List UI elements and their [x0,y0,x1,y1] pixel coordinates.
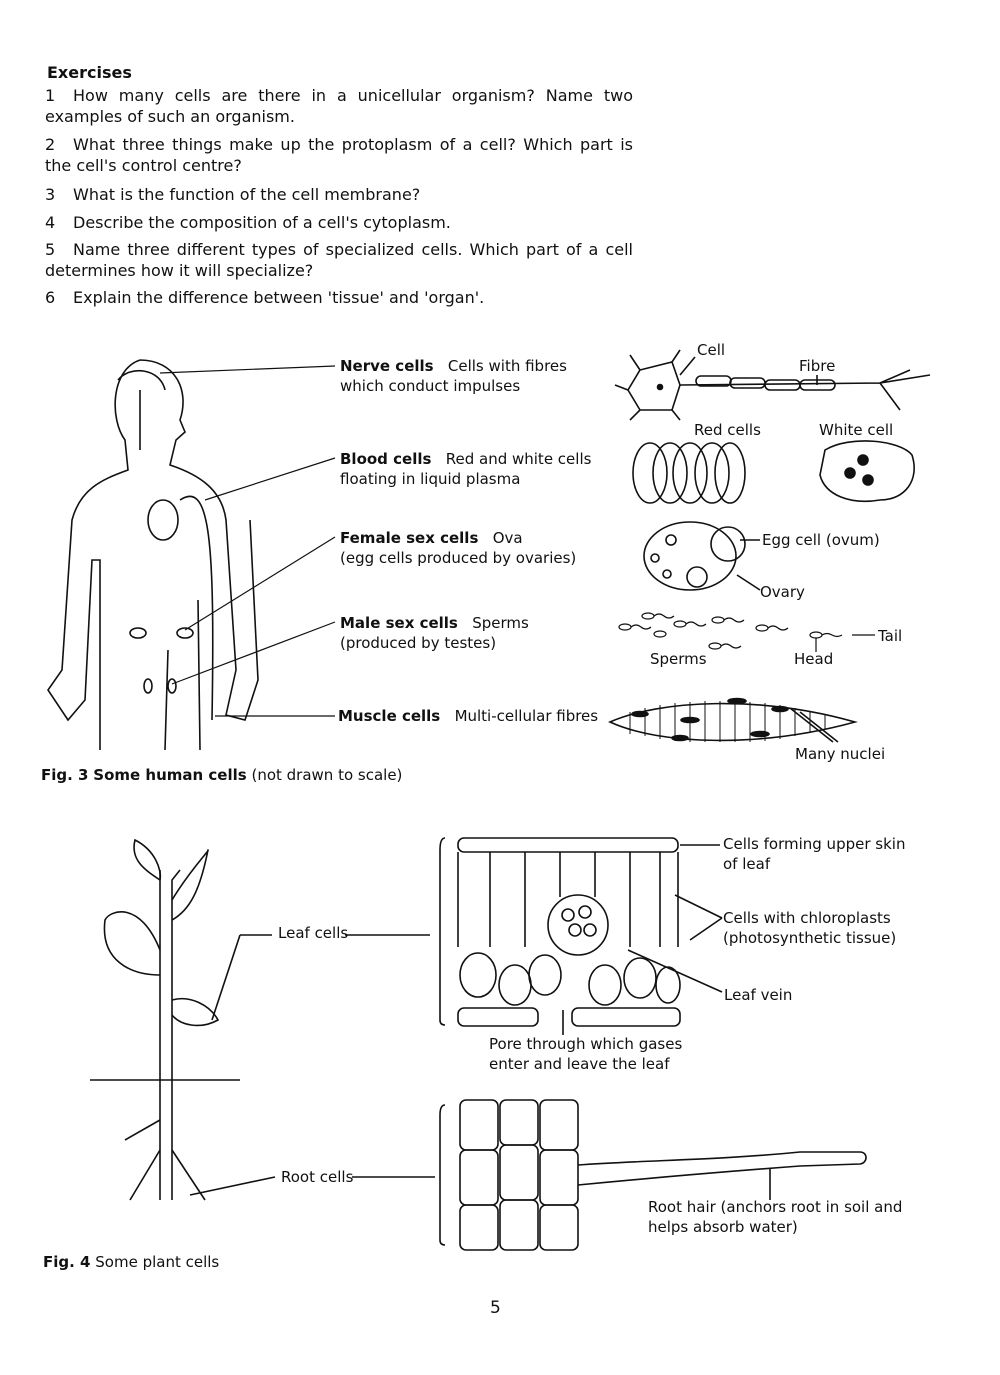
label-desc: (produced by testes) [340,634,497,652]
fig3-leader-lines [159,365,336,717]
caption-number: Fig. 3 [41,766,89,784]
exercise-number: 3 [45,185,56,204]
exercise-3: 3 What is the function of the cell membra… [45,184,633,205]
exercise-number: 4 [45,213,56,232]
label-line: enter and leave the leaf [489,1055,670,1073]
egg-cell-label: Egg cell (ovum) [762,531,880,549]
plant-drawing [90,838,435,1201]
red-blood-cells-drawing [632,442,746,504]
fig3-caption: Fig. 3 Some human cells (not drawn to sc… [41,765,402,785]
caption-title: Some human cells [93,766,247,784]
female-sex-cells-label: Female sex cells Ova (egg cells produced … [340,528,576,568]
exercise-number: 1 [45,86,56,105]
upper-skin-label: Cells forming upper skin of leaf [723,834,905,874]
label-desc: Cells with fibres [447,357,567,375]
label-name: Female sex cells [340,529,479,547]
ovary-label: Ovary [760,583,805,601]
leaf-cells-label: Leaf cells [278,924,349,942]
exercises-heading: Exercises [47,63,132,82]
label-name: Male sex cells [340,614,458,632]
root-section-drawing [439,1099,867,1251]
fig4-caption: Fig. 4 Some plant cells [43,1252,219,1272]
label-desc: floating in liquid plasma [340,470,521,488]
label-desc: Red and white cells [445,450,592,468]
muscle-cells-label: Muscle cells Multi-cellular fibres [338,706,598,726]
label-desc: Sperms [472,614,529,632]
label-name: Muscle cells [338,707,441,725]
fibre-label: Fibre [799,357,836,375]
exercise-number: 6 [45,288,56,307]
exercise-text: Name three different types of specialize… [45,240,633,280]
label-desc: which conduct impulses [340,377,521,395]
exercise-number: 2 [45,135,56,154]
pore-label: Pore through which gases enter and leave … [489,1034,682,1074]
exercise-6: 6 Explain the difference between 'tissue'… [45,287,633,308]
label-line: of leaf [723,855,771,873]
label-desc: Multi-cellular fibres [454,707,599,725]
label-desc: Ova [492,529,523,547]
white-blood-cell-drawing [819,440,915,502]
label-line: (photosynthetic tissue) [723,929,897,947]
muscle-cell-drawing [608,697,858,743]
exercise-text: What three things make up the protoplasm… [45,135,633,175]
cell-label: Cell [697,341,726,359]
white-cell-label: White cell [819,421,894,439]
label-line: Root hair (anchors root in soil and [648,1198,903,1216]
label-line: helps absorb water) [648,1218,798,1236]
nerve-cell-drawing [614,349,931,421]
exercise-4: 4 Describe the composition of a cell's cy… [45,212,633,233]
red-cells-label: Red cells [694,421,761,439]
ovary-drawing [643,521,761,591]
page-number: 5 [490,1298,501,1318]
many-nuclei-label: Many nuclei [795,745,886,763]
caption-text: Some plant cells [95,1253,220,1271]
label-line: Pore through which gases [489,1035,683,1053]
exercise-text: How many cells are there in a unicellula… [45,86,633,126]
human-body-outline [47,359,259,751]
head-label: Head [794,650,834,668]
male-sex-cells-label: Male sex cells Sperms (produced by testes… [340,613,529,653]
label-name: Blood cells [340,450,432,468]
sperms-drawing [618,612,875,652]
exercise-text: Explain the difference between 'tissue' … [73,288,485,307]
root-hair-label: Root hair (anchors root in soil and helps… [648,1197,902,1237]
exercise-number: 5 [45,240,56,259]
nerve-cells-label: Nerve cells Cells with fibres which condu… [340,356,567,396]
label-desc: (egg cells produced by ovaries) [340,549,577,567]
leaf-section-drawing [439,837,723,1035]
caption-number: Fig. 4 [43,1253,91,1271]
root-cells-label: Root cells [281,1168,354,1186]
exercise-text: Describe the composition of a cell's cyt… [73,213,451,232]
label-line: Cells with chloroplasts [723,909,891,927]
caption-text: (not drawn to scale) [251,766,403,784]
blood-cells-label: Blood cells Red and white cells floating … [340,449,591,489]
label-name: Nerve cells [340,357,434,375]
tail-label: Tail [878,627,903,645]
label-line: Cells forming upper skin [723,835,906,853]
sperms-label: Sperms [650,650,707,668]
exercise-text: What is the function of the cell membran… [73,185,421,204]
chloroplast-cells-label: Cells with chloroplasts (photosynthetic t… [723,908,896,948]
leaf-vein-label: Leaf vein [724,986,793,1004]
